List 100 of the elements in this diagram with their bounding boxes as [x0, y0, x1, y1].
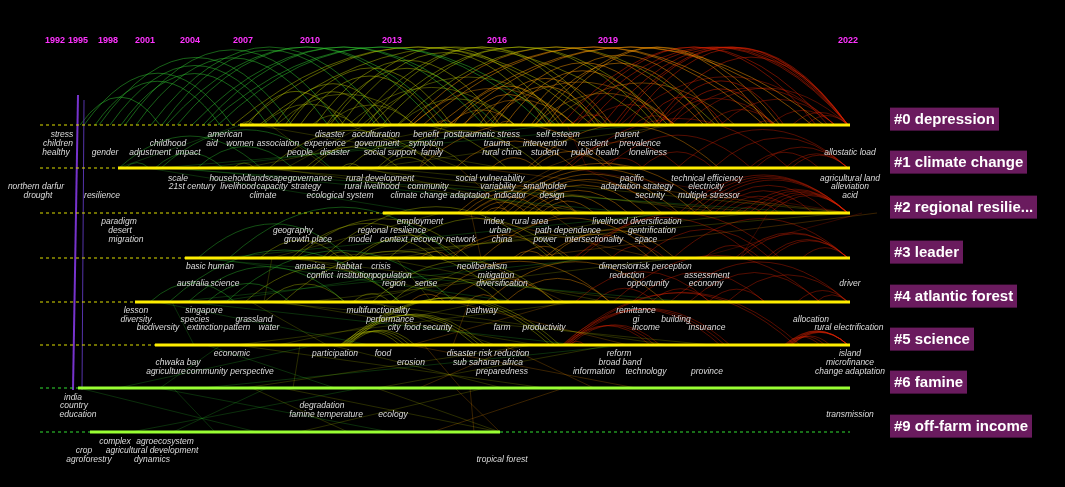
- keyword-label: province: [690, 366, 724, 376]
- keyword-label: alleviation: [831, 181, 869, 191]
- keyword-label: basic human: [185, 261, 235, 271]
- year-label: 2022: [838, 35, 858, 45]
- keyword-label: gender: [91, 147, 119, 157]
- keyword-label: food security: [403, 322, 453, 332]
- keyword-label: family: [420, 147, 444, 157]
- year-label: 2019: [598, 35, 618, 45]
- keyword-label: context: [380, 234, 408, 244]
- keyword-label: crop: [75, 445, 93, 455]
- keyword-label: rural area: [511, 216, 549, 226]
- keyword-label: livelihood diversification: [592, 216, 682, 226]
- keyword-label: paradigm: [101, 216, 137, 226]
- keyword-label: agroecosystem: [136, 436, 194, 446]
- keyword-label: governance: [287, 173, 333, 183]
- keyword-label: household: [209, 173, 249, 183]
- keyword-label: intervention: [523, 138, 567, 148]
- keyword-label: biodiversity: [136, 322, 180, 332]
- keyword-label: chwaka bay: [155, 357, 201, 367]
- keyword-label: rural electrification: [814, 322, 884, 332]
- keyword-label: acculturation: [351, 129, 401, 139]
- keyword-label: prevalence: [619, 138, 661, 148]
- keyword-label: allocation: [793, 314, 829, 324]
- keyword-label: 21st century: [168, 181, 216, 191]
- keyword-label: insurance: [688, 322, 726, 332]
- keyword-label: ecology: [378, 409, 408, 419]
- keyword-label: gi: [632, 314, 640, 324]
- keyword-label: food: [374, 348, 392, 358]
- year-label: 2001: [135, 35, 155, 45]
- cluster-label: #0 depression: [890, 107, 999, 131]
- keyword-label: loneliness: [629, 147, 667, 157]
- keyword-label: community: [186, 366, 228, 376]
- cluster-label: #4 atlantic forest: [890, 284, 1018, 308]
- keyword-label: habitat: [336, 261, 362, 271]
- keyword-label: women: [226, 138, 254, 148]
- keyword-label: agriculture: [146, 366, 186, 376]
- keyword-label: agricultural development: [105, 445, 199, 455]
- cluster-label: #3 leader: [890, 240, 964, 264]
- keyword-label: tropical forest: [476, 454, 528, 464]
- keyword-label: ecological system: [306, 190, 374, 200]
- keyword-label: risk perception: [636, 261, 692, 271]
- keyword-label: desert: [108, 225, 132, 235]
- keyword-label: microfinance: [825, 357, 875, 367]
- keyword-label: species: [180, 314, 210, 324]
- keyword-label: remittance: [616, 305, 656, 315]
- keyword-label: capacity: [256, 181, 288, 191]
- keyword-label: indicator: [493, 190, 527, 200]
- year-label: 1995: [68, 35, 88, 45]
- keyword-label: productivity: [522, 322, 566, 332]
- keyword-label: water: [258, 322, 280, 332]
- keyword-label: model: [348, 234, 372, 244]
- keyword-label: china: [491, 234, 513, 244]
- keyword-label: agroforestry: [66, 454, 112, 464]
- keyword-label: pathway: [466, 305, 498, 315]
- keyword-label: mitigation: [477, 270, 515, 280]
- keyword-label: pattern: [223, 322, 251, 332]
- keyword-label: resident: [577, 138, 609, 148]
- keyword-label: science: [210, 278, 240, 288]
- keyword-label: people: [287, 147, 313, 157]
- keyword-label: community: [407, 181, 449, 191]
- keyword-label: economy: [688, 278, 724, 288]
- keyword-label: change adaptation: [815, 366, 885, 376]
- keyword-label: temperature: [317, 409, 363, 419]
- cluster-label: #9 off-farm income: [890, 414, 1033, 438]
- keyword-label: path dependence: [535, 225, 601, 235]
- keyword-label: rural china: [482, 147, 522, 157]
- keyword-label: acid: [842, 190, 858, 200]
- keyword-label: sense: [414, 278, 438, 288]
- keyword-label: information: [572, 366, 616, 376]
- keyword-label: farm: [493, 322, 511, 332]
- keyword-label: pacific: [619, 173, 645, 183]
- keyword-label: association: [256, 138, 300, 148]
- keyword-label: healthy: [42, 147, 70, 157]
- keyword-label: smallholder: [523, 181, 567, 191]
- keyword-label: gentrification: [627, 225, 677, 235]
- year-label: 1998: [98, 35, 118, 45]
- year-label: 2013: [382, 35, 402, 45]
- keyword-label: scale: [168, 173, 188, 183]
- keyword-label: growth place: [283, 234, 333, 244]
- keyword-label: regional resilience: [357, 225, 427, 235]
- keyword-label: adjustment: [129, 147, 171, 157]
- keyword-label: island: [838, 348, 862, 358]
- keyword-label: opportunity: [626, 278, 670, 288]
- keyword-label: employment: [396, 216, 444, 226]
- keyword-label: preparedness: [476, 366, 528, 376]
- keyword-label: multiple stressor: [678, 190, 740, 200]
- keyword-label: trauma: [483, 138, 511, 148]
- keyword-label: reduction: [609, 270, 645, 280]
- keyword-label: social support: [363, 147, 417, 157]
- keyword-label: childhood: [149, 138, 187, 148]
- keyword-label: income: [632, 322, 660, 332]
- keyword-label: famine: [289, 409, 315, 419]
- keyword-label: drought: [23, 190, 53, 200]
- keyword-label: technical efficiency: [671, 173, 743, 183]
- keyword-label: grassland: [235, 314, 273, 324]
- keyword-label: sub saharan africa: [453, 357, 523, 367]
- keyword-label: livelihood: [220, 181, 256, 191]
- keyword-label: american: [207, 129, 243, 139]
- keyword-label: variability: [480, 181, 516, 191]
- keyword-label: geography: [272, 225, 314, 235]
